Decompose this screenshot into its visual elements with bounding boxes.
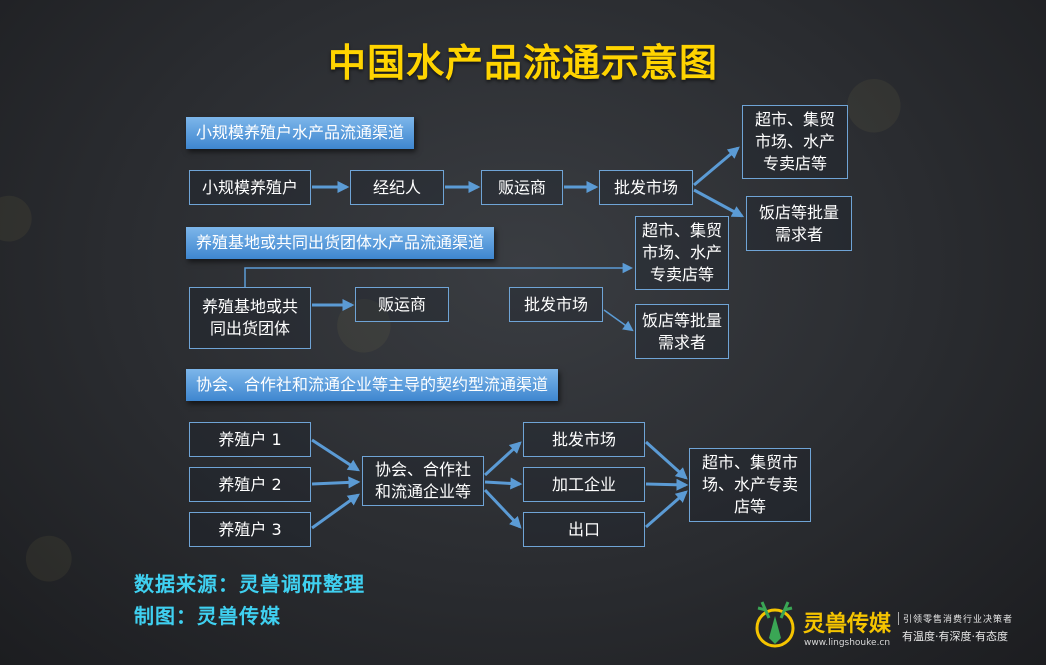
node-retail-outlets: 超市、集贸市场、水产专卖店等 (689, 448, 811, 522)
arrow (484, 477, 523, 490)
section-3-header: 协会、合作社和流通企业等主导的契约型流通渠道 (186, 369, 559, 401)
node-association-hub: 协会、合作社和流通企业等 (362, 456, 484, 506)
node-small-farmer: 小规模养殖户 (189, 170, 311, 205)
arrow (693, 146, 740, 187)
logo-url: www.lingshouke.cn (804, 638, 891, 648)
node-restaurants: 饭店等批量需求者 (635, 304, 729, 359)
node-trader: 贩运商 (355, 287, 449, 322)
node-farmer-1: 养殖户 1 (189, 422, 311, 457)
logo-slogan: 引领零售消费行业决策者 (898, 612, 1013, 625)
arrow (693, 188, 745, 218)
node-farming-base: 养殖基地或共同出货团体 (189, 287, 311, 349)
node-retail-outlets: 超市、集贸市场、水产专卖店等 (742, 105, 848, 179)
logo-motto: 有温度·有深度·有态度 (902, 630, 1008, 643)
node-retail-outlets: 超市、集贸市场、水产专卖店等 (635, 216, 729, 290)
node-wholesale-market: 批发市场 (509, 287, 603, 322)
deer-logo-icon (755, 601, 795, 648)
node-wholesale-market: 批发市场 (599, 170, 693, 205)
arrow (483, 488, 522, 529)
logo-name: 灵兽传媒 (803, 612, 892, 637)
arrow (483, 441, 522, 477)
chart-maker-note: 制图：灵兽传媒 (134, 604, 281, 628)
node-restaurants: 饭店等批量需求者 (746, 196, 852, 251)
arrow (311, 493, 360, 530)
section-2-header: 养殖基地或共同出货团体水产品流通渠道 (186, 227, 495, 259)
arrow (311, 438, 361, 472)
arrow (311, 476, 361, 489)
node-farmer-2: 养殖户 2 (189, 467, 311, 502)
arrow (644, 440, 688, 480)
arrow (244, 262, 634, 287)
section-1-header: 小规模养殖户水产品流通渠道 (186, 117, 415, 149)
arrow (645, 478, 689, 491)
arrow (603, 309, 634, 332)
node-trader: 贩运商 (481, 170, 563, 205)
node-farmer-3: 养殖户 3 (189, 512, 311, 547)
node-export: 出口 (523, 512, 645, 547)
node-wholesale-market: 批发市场 (523, 422, 645, 457)
node-processing-enterprise: 加工企业 (523, 467, 645, 502)
data-source-note: 数据来源：灵兽调研整理 (134, 572, 365, 596)
node-broker: 经纪人 (350, 170, 444, 205)
page-title: 中国水产品流通示意图 (327, 41, 718, 85)
arrow (645, 490, 688, 529)
